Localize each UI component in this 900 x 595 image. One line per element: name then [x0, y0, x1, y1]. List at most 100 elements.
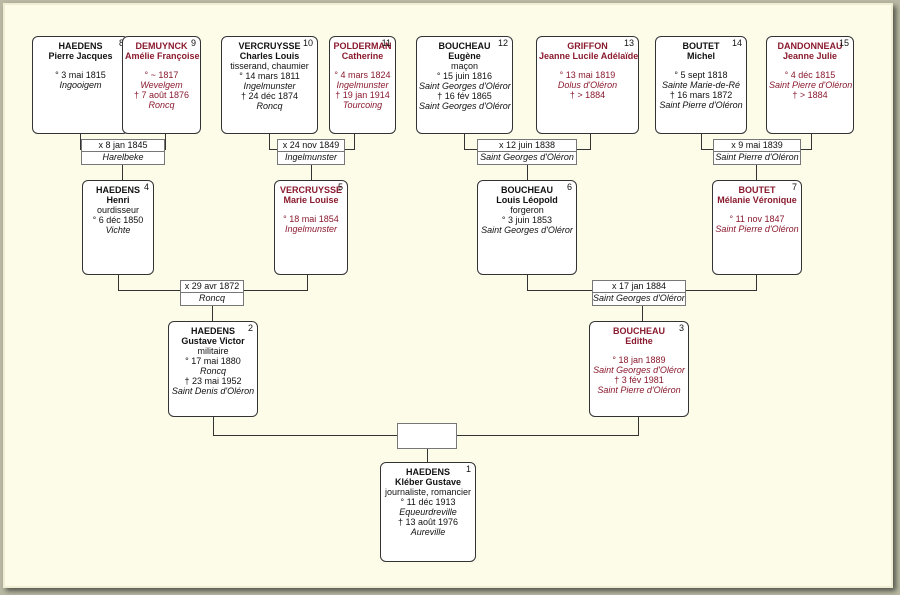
- sosa-number: 3: [678, 323, 684, 333]
- birth-date: ° 5 sept 1818: [674, 70, 728, 80]
- birth-date: ° 11 nov 1847: [729, 214, 785, 224]
- marriage-box-6-7[interactable]: x 17 jan 1884 Saint Georges d'Oléron: [592, 280, 686, 306]
- sosa-number: 10: [302, 38, 313, 48]
- marriage-box-8-9[interactable]: x 8 jan 1845 Harelbeke: [81, 139, 165, 165]
- death-place: Saint Pierre d'Oléron: [597, 385, 681, 395]
- sosa-number: 4: [143, 182, 149, 192]
- surname: HAEDENS: [95, 185, 140, 195]
- marriage-place: Harelbeke: [82, 151, 164, 163]
- occupation: maçon: [450, 61, 478, 71]
- sosa-number: 5: [337, 182, 343, 192]
- surname: BOUCHEAU: [612, 326, 665, 336]
- given-names: Jeanne Lucile Adélaïde: [539, 51, 639, 61]
- surname: BOUCHEAU: [438, 41, 491, 51]
- marriage-place: Saint Pierre d'Oléron: [714, 151, 800, 162]
- given-names: Gustave Victor: [181, 336, 245, 346]
- surname: HAEDENS: [405, 467, 450, 477]
- birth-date: ° 4 déc 1815: [784, 70, 836, 80]
- birth-date: ° 4 mars 1824: [334, 70, 391, 80]
- person-card-8[interactable]: 8 HAEDENS Pierre Jacques ° 3 mai 1815 In…: [32, 36, 129, 134]
- birth-place: Equeurdreville: [399, 507, 457, 517]
- person-card-7[interactable]: 7 BOUTET Mélanie Véronique ° 11 nov 1847…: [712, 180, 802, 275]
- death-date: † 16 fév 1865: [437, 91, 492, 101]
- person-card-13[interactable]: 13 GRIFFON Jeanne Lucile Adélaïde ° 13 m…: [536, 36, 639, 134]
- birth-place: Wevelgem: [140, 80, 183, 90]
- person-card-6[interactable]: 6 BOUCHEAU Louis Léopold forgeron ° 3 ju…: [477, 180, 577, 275]
- surname: DANDONNEAU: [777, 41, 843, 51]
- death-date: † 19 jan 1914: [335, 90, 390, 100]
- sosa-number: 9: [190, 38, 196, 48]
- death-place: Saint Georges d'Oléror: [419, 101, 511, 111]
- occupation: militaire: [197, 346, 229, 356]
- birth-date: ° 11 déc 1913: [400, 497, 456, 507]
- birth-place: Ingelmunster: [284, 224, 338, 234]
- person-card-4[interactable]: 4 HAEDENS Henri ourdisseur ° 6 déc 1850 …: [82, 180, 154, 275]
- person-card-9[interactable]: 9 DEMUYNCK Amélie Françoise ° ~ 1817 Wev…: [122, 36, 201, 134]
- birth-place: Saint Georges d'Oléror: [481, 225, 573, 235]
- death-date: † 24 déc 1874: [240, 91, 299, 101]
- marriage-box-14-15[interactable]: x 9 mai 1839 Saint Pierre d'Oléron: [713, 139, 801, 165]
- marriage-box-4-5[interactable]: x 29 avr 1872 Roncq: [180, 280, 244, 306]
- death-date: † 23 mai 1952: [184, 376, 242, 386]
- birth-place: Vichte: [105, 225, 131, 235]
- death-place: Aureville: [410, 527, 446, 537]
- given-names: Pierre Jacques: [48, 51, 113, 61]
- surname: BOUTET: [682, 41, 720, 51]
- surname: POLDERMAN: [333, 41, 392, 51]
- birth-date: ° 15 juin 1816: [436, 71, 493, 81]
- marriage-place: Ingelmunster: [278, 151, 344, 163]
- person-card-14[interactable]: 14 BOUTET Michel ° 5 sept 1818 Sainte Ma…: [655, 36, 747, 134]
- marriage-date: x 24 nov 1849: [282, 140, 340, 150]
- marriage-place: Saint Georges d'Oléron: [478, 151, 576, 163]
- marriage-box-10-11[interactable]: x 24 nov 1849 Ingelmunster: [277, 139, 345, 165]
- birth-date: ° 18 mai 1854: [283, 214, 339, 224]
- marriage-date: x 9 mai 1839: [731, 140, 783, 150]
- given-names: Eugène: [448, 51, 481, 61]
- birth-place: Sainte Marie-de-Ré: [661, 80, 741, 90]
- marriage-place: Roncq: [181, 292, 243, 304]
- person-card-10[interactable]: 10 VERCRUYSSE Charles Louis tisserand, c…: [221, 36, 318, 134]
- person-card-12[interactable]: 12 BOUCHEAU Eugène maçon ° 15 juin 1816 …: [416, 36, 513, 134]
- sosa-number: 7: [791, 182, 797, 192]
- person-card-15[interactable]: 15 DANDONNEAU Jeanne Julie ° 4 déc 1815 …: [766, 36, 854, 134]
- marriage-date: x 8 jan 1845: [98, 140, 148, 150]
- birth-place: Saint Georges d'Oléror: [419, 81, 511, 91]
- death-date: † > 1884: [792, 90, 828, 100]
- marriage-box-12-13[interactable]: x 12 juin 1838 Saint Georges d'Oléron: [477, 139, 577, 165]
- birth-date: ° 14 mars 1811: [239, 71, 300, 81]
- sosa-number: 11: [381, 38, 391, 48]
- birth-place: Dolus d'Oléron: [557, 80, 618, 90]
- occupation: tisserand, chaumier: [230, 61, 309, 71]
- death-place: Roncq: [148, 100, 175, 110]
- birth-place: Ingelmunster: [336, 80, 389, 90]
- death-date: † 13 août 1976: [397, 517, 459, 527]
- marriage-box-2-3[interactable]: [397, 423, 457, 449]
- birth-place: Ingelmunster: [243, 81, 296, 91]
- birth-date: ° 17 mai 1880: [185, 356, 241, 366]
- given-names: Michel: [686, 51, 715, 61]
- surname: HAEDENS: [58, 41, 103, 51]
- marriage-date: x 29 avr 1872: [184, 281, 240, 291]
- person-card-5[interactable]: 5 VERCRUYSSE Marie Louise ° 18 mai 1854 …: [274, 180, 348, 275]
- surname: VERCRUYSSE: [238, 41, 301, 51]
- person-card-1[interactable]: 1 HAEDENS Kléber Gustave journaliste, ro…: [380, 462, 476, 562]
- death-date: † > 1884: [569, 90, 606, 100]
- person-card-2[interactable]: 2 HAEDENS Gustave Victor militaire ° 17 …: [168, 321, 258, 417]
- person-card-3[interactable]: 3 BOUCHEAU Edithe ° 18 jan 1889 Saint Ge…: [589, 321, 689, 417]
- birth-place: Saint Pierre d'Oléron: [769, 80, 853, 90]
- birth-place: Saint Georges d'Oléror: [593, 365, 685, 375]
- sosa-number: 2: [247, 323, 253, 333]
- sosa-number: 6: [566, 182, 572, 192]
- given-names: Kléber Gustave: [394, 477, 462, 487]
- given-names: Louis Léopold: [496, 195, 558, 205]
- surname: BOUTET: [738, 185, 776, 195]
- sosa-number: 12: [497, 38, 508, 48]
- death-place: Saint Pierre d'Oléron: [659, 100, 743, 110]
- birth-date: ° 3 juin 1853: [501, 215, 553, 225]
- sosa-number: 13: [623, 38, 634, 48]
- death-place: Saint Denis d'Oléron: [171, 386, 255, 396]
- death-date: † 7 août 1876: [133, 90, 190, 100]
- given-names: Edithe: [625, 336, 653, 346]
- given-names: Catherine: [341, 51, 384, 61]
- person-card-11[interactable]: 11 POLDERMAN Catherine ° 4 mars 1824 Ing…: [329, 36, 396, 134]
